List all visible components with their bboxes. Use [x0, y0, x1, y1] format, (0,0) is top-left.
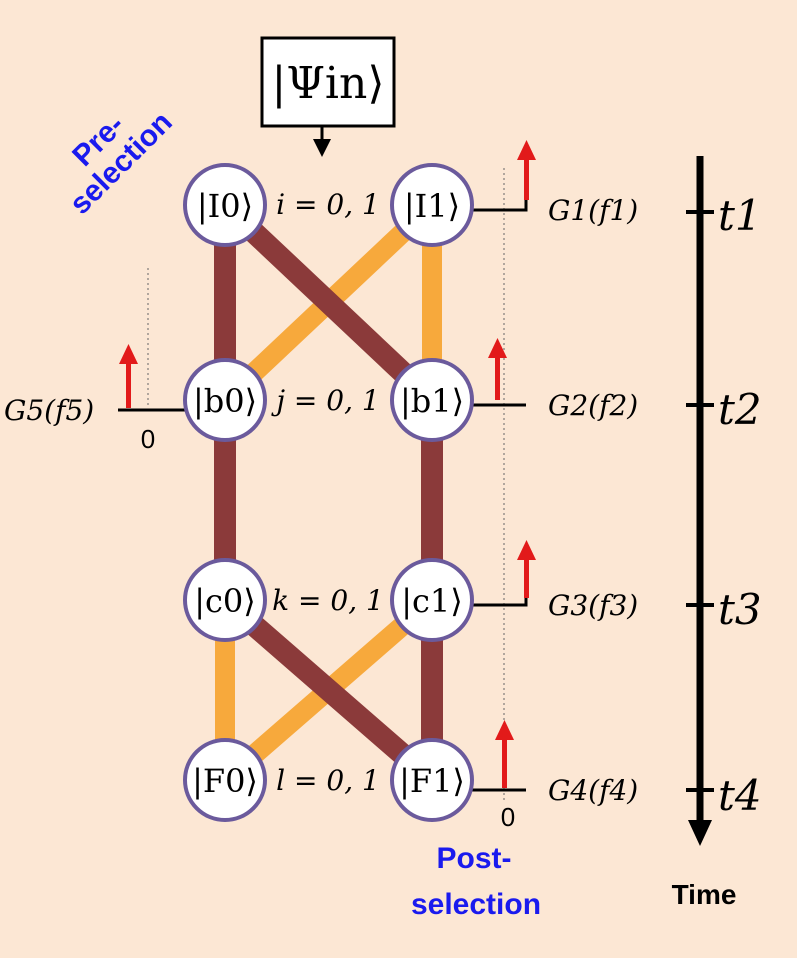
zero-label-left: 0 [141, 424, 155, 454]
nodes: |I0⟩ |I1⟩ |b0⟩ |b1⟩ |c0⟩ |c1⟩ |F0⟩ |F1⟩ [183, 163, 474, 822]
node-I1: |I1⟩ [390, 163, 474, 247]
node-b1-label: |b1⟩ [400, 382, 464, 420]
time-label-t2: t2 [718, 385, 762, 434]
index-label-l: l = 0, 1 [276, 764, 380, 797]
node-F0: |F0⟩ [183, 738, 267, 822]
gate-tab-1 [470, 198, 528, 212]
red-arrow-3 [517, 540, 536, 598]
edge-I0-b1 [217, 196, 440, 409]
node-I1-label: |I1⟩ [404, 187, 460, 225]
gate-tab-3 [470, 592, 528, 607]
node-F1-label: |F1⟩ [399, 762, 465, 800]
index-label-i: i = 0, 1 [276, 188, 380, 221]
node-c0-label: |c0⟩ [194, 582, 256, 620]
node-F0-label: |F0⟩ [192, 762, 258, 800]
time-label-t1: t1 [718, 191, 762, 240]
red-arrow-2 [488, 338, 507, 400]
node-F1: |F1⟩ [390, 738, 474, 822]
post-selection-label: Post- selection [411, 842, 541, 921]
node-I0: |I0⟩ [183, 163, 267, 247]
gate-label-G4: G4(f4) [548, 774, 638, 807]
input-state-label: |Ψin⟩ [272, 58, 385, 109]
edge-c0-F1 [217, 591, 440, 789]
red-arrow-4 [495, 720, 514, 788]
node-c0: |c0⟩ [183, 558, 267, 642]
node-c1-label: |c1⟩ [401, 582, 463, 620]
time-axis-arrowhead [688, 820, 712, 846]
gate-tabs [118, 198, 528, 792]
node-b0-label: |b0⟩ [193, 382, 257, 420]
node-b1: |b1⟩ [390, 358, 474, 442]
time-axis-title: Time [672, 879, 737, 910]
red-arrows [119, 140, 536, 788]
gate-label-G1: G1(f1) [548, 194, 638, 227]
time-axis: t1 t2 t3 t4 Time [672, 156, 762, 910]
index-labels: i = 0, 1 j = 0, 1 k = 0, 1 l = 0, 1 [270, 188, 384, 797]
node-I0-label: |I0⟩ [197, 187, 253, 225]
post-selection-line1: Post- [437, 842, 512, 875]
node-c1: |c1⟩ [390, 558, 474, 642]
time-label-t4: t4 [718, 771, 762, 820]
index-label-k: k = 0, 1 [272, 584, 384, 617]
gate-label-G2: G2(f2) [548, 389, 638, 422]
red-arrow-1 [517, 140, 536, 200]
gate-label-G5: G5(f5) [4, 394, 94, 427]
index-label-j: j = 0, 1 [270, 384, 379, 417]
time-label-t3: t3 [718, 585, 762, 634]
gate-label-G3: G3(f3) [548, 589, 638, 622]
input-state-box: |Ψin⟩ [260, 36, 396, 157]
gate-labels: G1(f1) G2(f2) G3(f3) G4(f4) G5(f5) [4, 194, 638, 807]
edges [214, 196, 443, 789]
post-selection-line2: selection [411, 888, 541, 921]
node-b0: |b0⟩ [183, 358, 267, 442]
zero-label-bottom: 0 [501, 802, 515, 832]
pre-selection-label: Pre- selection [64, 106, 179, 221]
red-arrow-5 [119, 344, 138, 408]
